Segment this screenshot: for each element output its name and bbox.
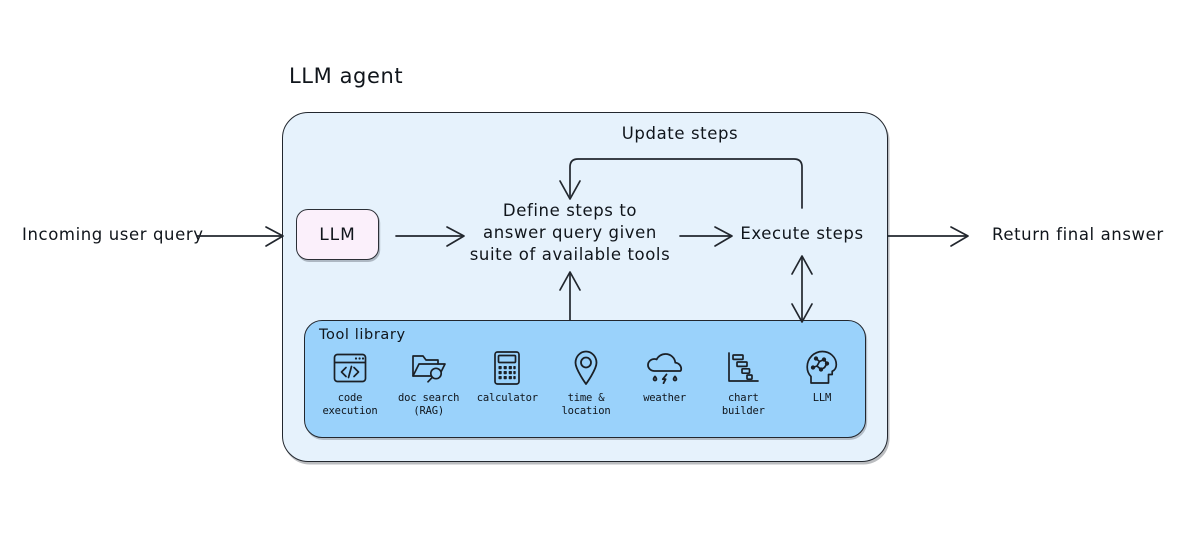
page-title: LLM agent [289, 64, 404, 88]
calculator-icon [486, 347, 528, 389]
tool-item-doc-search[interactable]: doc search (RAG) [390, 347, 468, 417]
tool-label: calculator [476, 392, 538, 404]
tool-library-container: Tool library code execution [304, 320, 866, 438]
llm-head-icon [801, 347, 843, 389]
tool-library-title: Tool library [319, 327, 406, 343]
tool-item-weather[interactable]: weather [626, 347, 704, 405]
update-steps-label: Update steps [621, 124, 739, 143]
arrow-input [196, 226, 284, 247]
arrow-output [887, 226, 969, 247]
tool-item-code-execution[interactable]: code execution [311, 347, 389, 417]
tool-list: code execution doc search (RAG) [311, 347, 861, 417]
tool-label: code execution [322, 392, 378, 417]
define-steps-line-2: answer query given [483, 223, 657, 242]
doc-search-icon [408, 347, 450, 389]
tool-item-llm[interactable]: LLM [783, 347, 861, 405]
tool-label: doc search (RAG) [398, 392, 460, 417]
define-steps-node: Define steps to answer query given suite… [462, 200, 678, 266]
tool-label: LLM [812, 392, 832, 404]
tool-item-time-location[interactable]: time & location [547, 347, 625, 417]
tool-label: weather [643, 392, 687, 404]
weather-cloud-icon [644, 347, 686, 389]
incoming-user-query-label: Incoming user query [22, 225, 204, 244]
tool-label: chart builder [721, 392, 765, 417]
tool-label: time & location [561, 392, 611, 417]
define-steps-line-1: Define steps to [502, 201, 638, 220]
llm-node-label: LLM [319, 224, 356, 245]
location-pin-icon [565, 347, 607, 389]
execute-steps-node: Execute steps [740, 224, 864, 243]
define-steps-line-3: suite of available tools [469, 245, 671, 264]
llm-node: LLM [296, 209, 379, 260]
tool-item-chart-builder[interactable]: chart builder [704, 347, 782, 417]
tool-item-calculator[interactable]: calculator [468, 347, 546, 405]
code-execution-icon [329, 347, 371, 389]
chart-builder-icon [722, 347, 764, 389]
return-final-answer-label: Return final answer [992, 225, 1164, 244]
